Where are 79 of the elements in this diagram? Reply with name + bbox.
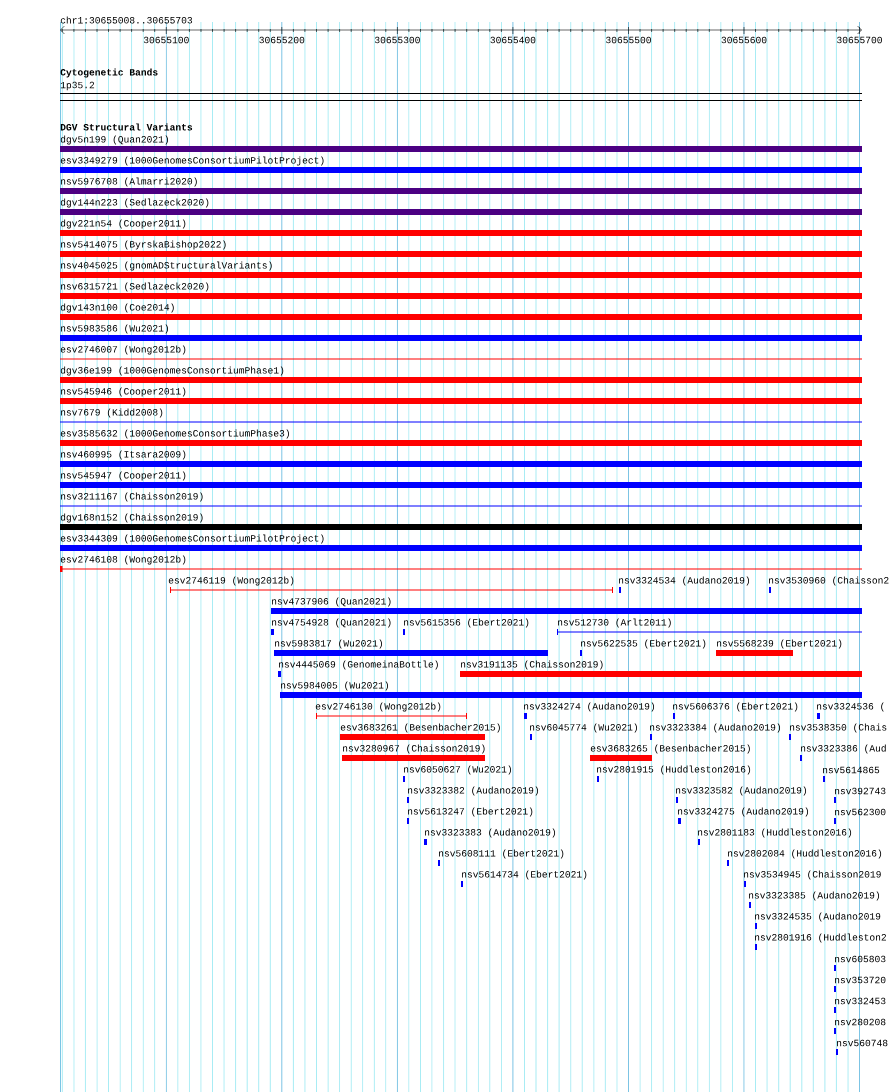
variant-label: nsv4737906 (Quan2021) bbox=[272, 597, 391, 607]
variant-label: nsv3324535 (Audano2019 bbox=[755, 912, 881, 922]
ruler-label: chr1:30655008..30655703 bbox=[60, 16, 193, 24]
variant-label: esv3585632 (1000GenomesConsortiumPhase3) bbox=[60, 429, 289, 439]
variant-label: dgv36e199 (1000GenomesConsortiumPhase1) bbox=[60, 366, 284, 376]
variant-label: nsv3191135 (Chaisson2019) bbox=[461, 660, 603, 670]
variant-label: nsv353720 bbox=[835, 976, 886, 984]
variant-label: nsv3538350 (Chais bbox=[790, 723, 887, 733]
variant-label: nsv3211167 (Chaisson2019) bbox=[61, 492, 203, 502]
variant-label: dgv144n223 (Sedlazeck2020) bbox=[60, 198, 209, 208]
variant-label: nsv5613247 (Ebert2021) bbox=[408, 807, 533, 817]
variant-label: nsv4754928 (Quan2021) bbox=[272, 618, 391, 628]
variant-label: nsv5976708 (Almarri2020) bbox=[61, 177, 197, 187]
variant-label: dgv221n54 (Cooper2011) bbox=[60, 219, 186, 229]
variant-label: nsv392743 bbox=[835, 787, 886, 795]
tick-label: 30655700 bbox=[837, 36, 882, 44]
tick-label: 30655100 bbox=[143, 36, 189, 44]
variant-label: nsv562300 bbox=[835, 808, 886, 816]
variant-label: nsv5615356 (Ebert2021) bbox=[404, 618, 529, 628]
variant-label: nsv3324534 (Audano2019) bbox=[619, 576, 750, 586]
band-label: 1p35.2 bbox=[60, 81, 95, 91]
variant-label: nsv2801915 (Huddleston2016) bbox=[597, 765, 751, 775]
variant-label: nsv4045025 (gnomADStructuralVariants) bbox=[61, 261, 272, 271]
variant-label: nsv3324274 (Audano2019) bbox=[524, 702, 655, 712]
variant-label: nsv7679 (Kidd2008) bbox=[61, 408, 163, 418]
variant-label: nsv3323382 (Audano2019) bbox=[408, 786, 539, 796]
variant-label: esv2746108 (Wong2012b) bbox=[60, 555, 186, 565]
variant-label: nsv545947 (Cooper2011) bbox=[61, 471, 186, 481]
variant-label: nsv605803 bbox=[835, 955, 886, 963]
variant-label: nsv5614865 bbox=[823, 766, 880, 774]
variant-label: esv2746007 (Wong2012b) bbox=[60, 345, 186, 355]
variant-label: nsv2801916 (Huddleston2 bbox=[755, 933, 886, 943]
variant-label: nsv6045774 (Wu2021) bbox=[530, 723, 637, 733]
variant-label: nsv5614734 (Ebert2021) bbox=[462, 870, 587, 880]
variant-label: nsv460995 (Itsara2009) bbox=[61, 450, 186, 460]
variant-label: nsv3323582 (Audano2019) bbox=[676, 786, 807, 796]
variant-label: nsv5622535 (Ebert2021) bbox=[581, 639, 706, 649]
variant-label: nsv3534945 (Chaisson2019 bbox=[744, 870, 881, 880]
variant-label: esv3683261 (Besenbacher2015) bbox=[340, 723, 500, 733]
tick-label: 30655500 bbox=[606, 36, 651, 44]
variant-label: nsv332453 bbox=[835, 997, 886, 1005]
variant-label: dgv143n100 (Coe2014) bbox=[60, 303, 174, 313]
variant-label: nsv4445069 (GenomeinaBottle) bbox=[279, 660, 438, 670]
variant-label: nsv3324275 (Audano2019) bbox=[678, 807, 809, 817]
variant-label: nsv3530960 (Chaisson2 bbox=[769, 576, 889, 586]
variant-label: esv2746119 (Wong2012b) bbox=[168, 576, 294, 586]
variant-label: nsv560748 bbox=[837, 1039, 888, 1047]
variant-label: nsv280208 bbox=[835, 1018, 886, 1026]
track-title: DGV Structural Variants bbox=[60, 123, 193, 131]
variant-label: nsv2802084 (Huddleston2016) bbox=[728, 849, 882, 859]
variant-label: nsv5414075 (ByrskaBishop2022) bbox=[61, 240, 226, 250]
variant-label: nsv5606376 (Ebert2021) bbox=[673, 702, 798, 712]
variant-label: esv3683265 (Besenbacher2015) bbox=[590, 744, 750, 754]
tick-label: 30655300 bbox=[374, 36, 420, 44]
variant-label: esv3344309 (1000GenomesConsortiumPilotProject) bbox=[60, 534, 324, 544]
variant-label: dgv5n199 (Quan2021) bbox=[60, 135, 168, 145]
variant-label: nsv3323384 (Audano2019) bbox=[650, 723, 781, 733]
variant-label: nsv3324536 ( bbox=[817, 702, 884, 712]
variant-label: nsv5608111 (Ebert2021) bbox=[439, 849, 564, 859]
variant-label: nsv3323383 (Audano2019) bbox=[425, 828, 556, 838]
variant-label: nsv6050627 (Wu2021) bbox=[404, 765, 511, 775]
variant-label: nsv5568239 (Ebert2021) bbox=[717, 639, 842, 649]
variant-label: nsv512730 (Arlt2011) bbox=[558, 618, 671, 628]
variant-label: nsv5984005 (Wu2021) bbox=[281, 681, 388, 691]
variant-label: esv3349279 (1000GenomesConsortiumPilotProject) bbox=[60, 156, 324, 166]
tick-label: 30655200 bbox=[259, 36, 305, 44]
variant-label: nsv5983817 (Wu2021) bbox=[275, 639, 382, 649]
variant-label: esv2746130 (Wong2012b) bbox=[315, 702, 441, 712]
tick-label: 30655600 bbox=[721, 36, 767, 44]
variant-label: nsv6315721 (Sedlazeck2020) bbox=[61, 282, 209, 292]
variant-label: nsv2801183 (Huddleston2016) bbox=[698, 828, 852, 838]
variant-label: nsv5983586 (Wu2021) bbox=[61, 324, 168, 334]
track-title: Cytogenetic Bands bbox=[60, 68, 158, 78]
variant-label: nsv3323385 (Audano2019) bbox=[749, 891, 880, 901]
variant-label: nsv545946 (Cooper2011) bbox=[61, 387, 186, 397]
variant-label: nsv3280967 (Chaisson2019) bbox=[343, 744, 485, 754]
variant-label: nsv3323386 (Aud bbox=[801, 744, 886, 754]
tick-label: 30655400 bbox=[490, 36, 536, 44]
variant-label: dgv168n152 (Chaisson2019) bbox=[60, 513, 203, 523]
